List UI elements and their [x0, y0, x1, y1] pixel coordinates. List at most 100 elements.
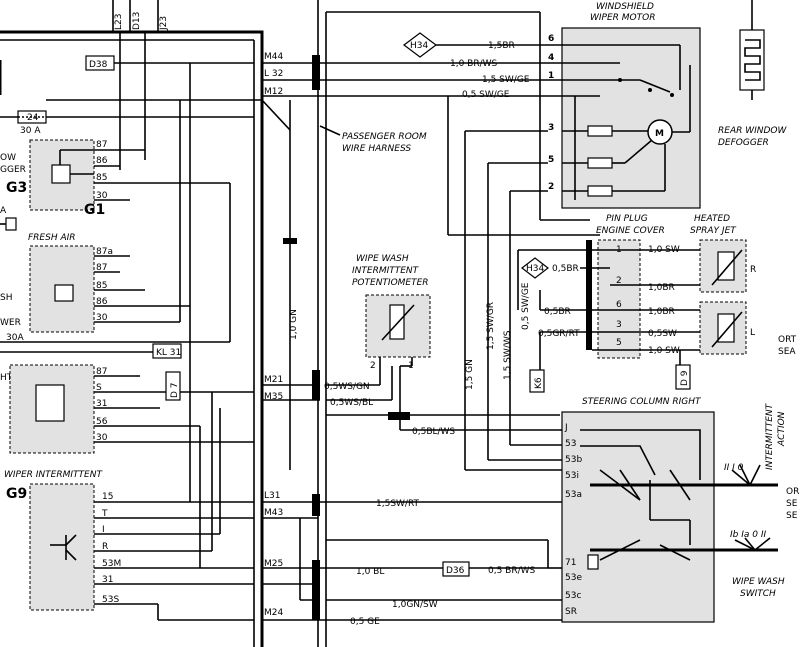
r3-pin-31: 31	[96, 399, 107, 409]
motor-pin-1: 1	[548, 71, 554, 81]
conn-l31: L31	[264, 491, 280, 501]
spray-r: R	[750, 265, 756, 275]
wire-pp2-label: 0,5BR	[552, 264, 579, 274]
g3-pin-85: 85	[96, 173, 107, 183]
r3-pin-s: S	[96, 383, 102, 393]
conn-m35: M35	[264, 392, 283, 402]
wire-l32-label: 1,0 BR/WS	[450, 59, 498, 69]
wire-swge-label: 1,5 SW/GE	[482, 75, 530, 85]
conn-m44: M44	[264, 52, 283, 62]
harness-title2: WIRE HARNESS	[342, 144, 411, 154]
tag-kl31	[152, 343, 182, 359]
g1-frag1: A	[0, 206, 7, 216]
conn-l32: L 32	[264, 69, 283, 79]
tag-k6-label: K6	[534, 377, 544, 389]
g1-pin-30: 30	[96, 313, 108, 323]
pot-title2: INTERMITTENT	[352, 266, 420, 276]
rear-defogger: REAR WINDOW DEFOGGER	[718, 0, 788, 148]
motor-pin-3: 3	[548, 123, 554, 133]
g3-frag1: OW	[0, 153, 16, 163]
tag-h34-mid: H34	[526, 264, 544, 274]
motor-pin-6: 6	[548, 34, 554, 44]
wiper-intermittent-relay: WIPER INTERMITTENT G9 15 T I R 53M 31 53…	[4, 470, 254, 621]
spray-l: L	[750, 328, 755, 338]
g3-pin-86: 86	[96, 156, 108, 166]
g9-tag: G9	[6, 486, 27, 502]
tag-d7	[165, 371, 181, 401]
g9-pin-31: 31	[102, 575, 113, 585]
intermittent-title2: ACTION	[777, 411, 787, 447]
wire-05swge-label: 0,5 SW/GE	[521, 282, 531, 330]
g1-pin-85: 85	[96, 281, 107, 291]
g3-frag2: GGER	[0, 165, 26, 175]
motor-pin-2: 2	[548, 182, 554, 192]
g1-tag: G1	[84, 202, 105, 218]
pp-pin-3: 3	[616, 320, 622, 330]
wire-10gn-label: 1,0 GN	[289, 309, 299, 340]
wipe-wash-positions: Ib Ia 0 II	[730, 530, 766, 540]
pot-title1: WIPE WASH	[356, 254, 409, 264]
defogger-title2: DEFOGGER	[718, 138, 769, 148]
g1-pin-86: 86	[96, 297, 108, 307]
sc-pin-j: J	[564, 423, 568, 433]
wire-m25-label: 1,0 BL	[356, 567, 384, 577]
wire-15gn-label: 1,5 GN	[465, 359, 475, 390]
relay3-frag: HT	[0, 373, 13, 383]
wire-m44-label: 1,5BR	[488, 41, 515, 51]
wire-m24-label: 0,5 GE	[350, 617, 380, 627]
g3-pin-87: 87	[96, 140, 107, 150]
left-internal-wires	[179, 63, 231, 568]
conn-m43: M43	[264, 508, 283, 518]
g3-tag: G3	[6, 180, 27, 196]
wire-pp6-label: 0,5BR	[544, 307, 571, 317]
passenger-harness: PASSENGER ROOM WIRE HARNESS	[312, 0, 560, 647]
g1-frag3: WER	[0, 318, 21, 328]
motor-pin-4: 4	[548, 53, 554, 63]
g9-title: WIPER INTERMITTENT	[4, 470, 103, 480]
tag-d7-label: D 7	[170, 382, 180, 398]
wire-l23-label: L23	[114, 14, 124, 30]
wiper-motor-feed: H34 1,5BR 1,0 BR/WS 1,5 SW/GE 0,5 SW/GE	[262, 32, 562, 100]
tag-h34-top: H34	[410, 41, 428, 51]
r3-pin-87: 87	[96, 367, 107, 377]
wire-15swws-label: 1,5 SW/WS	[503, 330, 513, 380]
wire-m35-label: 0,5WS/BL	[330, 398, 373, 408]
sc-pin-53e: 53e	[565, 573, 582, 583]
wire-l31-label: 1,5SW/RT	[376, 499, 420, 509]
wire-pp6r-label: 1,0BR	[648, 307, 675, 317]
right-frag-a2: SEA	[778, 347, 796, 357]
relay-3: HT 87 S 31 56 30	[0, 364, 254, 454]
g9-pin-53m: 53M	[102, 559, 121, 569]
wire-d36-label: 0,5 BR/WS	[488, 566, 536, 576]
intermittent-positions: II I 0	[724, 463, 744, 473]
pin-plug-title1: PIN PLUG	[606, 214, 648, 224]
defogger-title1: REAR WINDOW	[718, 126, 788, 136]
g1-fuse: 30A	[6, 333, 24, 343]
fresh-air-relay: FRESH AIR G1 87a 87 85 86 30 A SH WER 30…	[0, 202, 230, 343]
wire-pp3-label: 0,5GR/RT	[538, 329, 580, 339]
wire-m21-label: 0,5WS/GN	[324, 382, 370, 392]
tag-d36	[442, 561, 470, 577]
tag-k6	[529, 369, 545, 393]
heated-spray-jet: HEATED SPRAY JET R L	[690, 214, 756, 355]
harness-title1: PASSENGER ROOM	[342, 132, 427, 142]
pot-pin-2: 2	[370, 361, 376, 371]
pp-pin-6: 6	[616, 300, 622, 310]
sc-pin-53c: 53c	[565, 591, 581, 601]
potentiometer: WIPE WASH INTERMITTENT POTENTIOMETER 2 1…	[262, 254, 560, 437]
wire-swge05-label: 0,5 SW/GE	[462, 90, 510, 100]
g9-pin-r: R	[102, 542, 108, 552]
connectors: M44 L 32 M12 M21 M35 L31 M43 M25 M24	[264, 52, 283, 618]
tag-kl31-label: KL 31	[156, 348, 181, 358]
g9-pin-t: T	[101, 509, 108, 519]
wire-d13-label: D13	[132, 12, 142, 30]
right-frag-b2: SE	[786, 499, 798, 509]
intermittent-title1: INTERMITTENT	[765, 402, 775, 470]
g1-pin-87: 87	[96, 263, 107, 273]
conn-m12: M12	[264, 87, 283, 97]
wipe-wash-title1: WIPE WASH	[732, 577, 785, 587]
tag-d36-label: D36	[446, 566, 465, 576]
sc-pin-53: 53	[565, 439, 576, 449]
top-wires: L23 D13 J23	[112, 0, 169, 170]
